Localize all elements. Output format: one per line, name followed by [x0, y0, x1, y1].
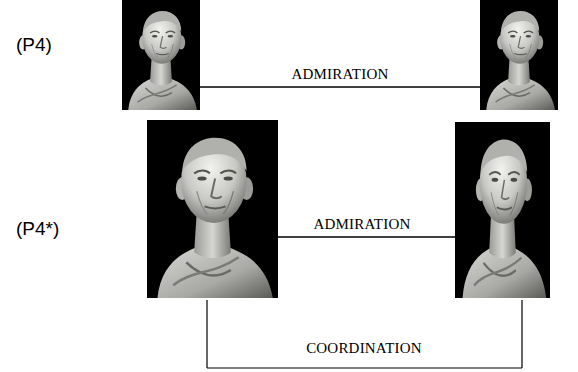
bust-portrait: [480, 0, 558, 110]
bust-portrait: [455, 122, 550, 298]
relation-line: [521, 300, 522, 368]
relation-label: ADMIRATION: [314, 217, 411, 232]
bust-portrait: [147, 120, 278, 298]
relation-label: COORDINATION: [306, 341, 422, 356]
panel-label: (P4*): [16, 219, 59, 238]
bust-portrait: [122, 0, 200, 110]
panel-label: (P4): [16, 35, 52, 54]
relation-line: [278, 236, 455, 238]
relation-label: ADMIRATION: [292, 67, 389, 82]
relation-line: [206, 300, 207, 368]
relation-line: [207, 367, 522, 368]
relation-line: [200, 86, 480, 88]
